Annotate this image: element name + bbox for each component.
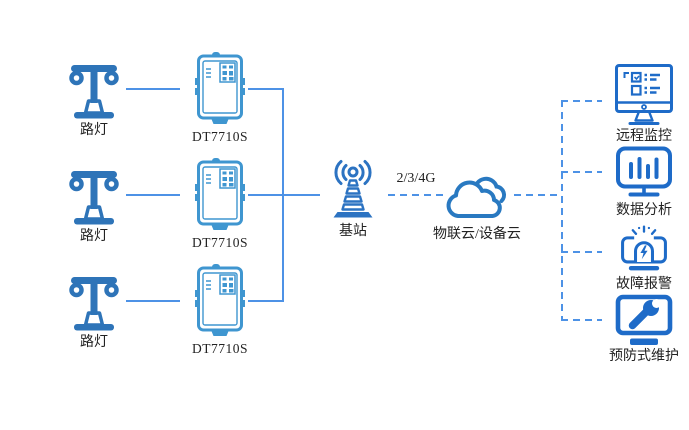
network-type-label: 2/3/4G (396, 171, 436, 186)
service-label: 故障报警 (616, 277, 672, 292)
dtu-device-icon (195, 52, 245, 126)
link-station-cloud (388, 194, 444, 196)
streetlight-icon (65, 58, 123, 120)
cloud-icon (443, 172, 511, 224)
service-label: 预防式维护 (609, 349, 679, 364)
dtu-device-label: DT7710S (192, 129, 249, 144)
base-station-node: 基站 (318, 159, 388, 240)
dtu-device-node-3: DT7710S (192, 264, 248, 357)
streetlight-node-2: 路灯 (62, 164, 126, 245)
streetlight-icon (65, 270, 123, 332)
link-light-device-2 (126, 194, 180, 196)
wrench-monitor-icon (615, 294, 673, 346)
link-device-bus-3 (248, 300, 283, 302)
dtu-device-icon (195, 158, 245, 232)
service-node-preventive-maintenance: 预防式维护 (592, 294, 689, 365)
link-light-device-3 (126, 300, 180, 302)
link-bus-service-4 (561, 319, 602, 321)
cloud-node: 物联云/设备云 (427, 172, 527, 243)
dtu-device-label: DT7710S (192, 235, 249, 250)
link-cloud-bus (514, 194, 560, 196)
streetlight-label: 路灯 (80, 229, 108, 244)
monitor-checklist-icon (614, 62, 674, 126)
dtu-device-node-1: DT7710S (192, 52, 248, 145)
service-node-fault-alarm: 故障报警 (592, 224, 689, 293)
base-station-icon (318, 159, 388, 221)
service-bus-line (560, 100, 563, 321)
service-label: 数据分析 (616, 203, 672, 218)
streetlight-label: 路灯 (80, 335, 108, 350)
streetlight-label: 路灯 (80, 123, 108, 138)
cloud-label: 物联云/设备云 (433, 227, 521, 242)
alarm-siren-icon (616, 224, 672, 274)
dtu-device-node-2: DT7710S (192, 158, 248, 251)
device-bus-line (281, 88, 284, 302)
link-device-bus-1 (248, 88, 283, 90)
base-station-label: 基站 (339, 224, 367, 239)
service-node-data-analysis: 数据分析 (592, 146, 689, 219)
streetlight-icon (65, 164, 123, 226)
service-node-remote-monitoring: 远程监控 (592, 62, 689, 145)
link-bus-station (283, 194, 320, 196)
link-light-device-1 (126, 88, 180, 90)
link-bus-service-2 (561, 171, 602, 173)
streetlight-node-1: 路灯 (62, 58, 126, 139)
dtu-device-label: DT7710S (192, 341, 249, 356)
service-label: 远程监控 (616, 129, 672, 144)
link-bus-service-1 (561, 100, 602, 102)
link-bus-service-3 (561, 251, 602, 253)
link-device-bus-2 (248, 194, 283, 196)
streetlight-node-3: 路灯 (62, 270, 126, 351)
dtu-device-icon (195, 264, 245, 338)
bar-chart-monitor-icon (615, 146, 673, 200)
